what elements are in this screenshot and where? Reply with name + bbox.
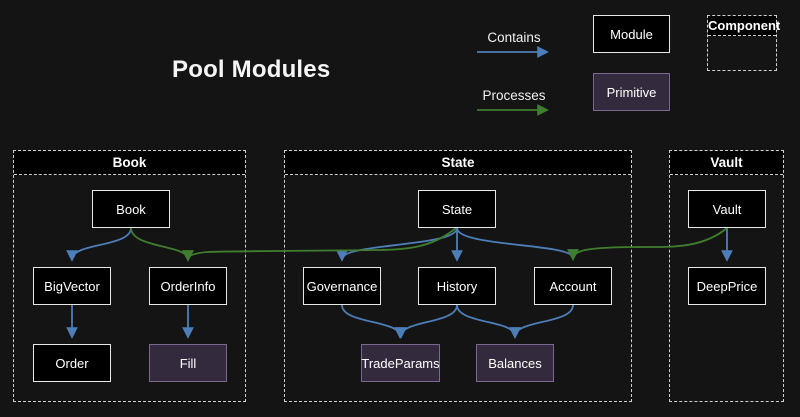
legend-primitive-sample: Primitive [593, 73, 670, 111]
node-state: State [418, 190, 496, 228]
container-book: Book [13, 150, 246, 402]
diagram-title: Pool Modules [172, 56, 331, 83]
node-vault: Vault [688, 190, 766, 228]
container-vault: Vault [669, 150, 784, 402]
node-order: Order [33, 344, 111, 382]
container-book-title: Book [14, 151, 245, 175]
node-bigvector: BigVector [33, 267, 111, 305]
node-fill: Fill [149, 344, 227, 382]
legend-processes-label: Processes [482, 88, 546, 103]
node-tradeparams: TradeParams [361, 344, 440, 382]
node-orderinfo: OrderInfo [149, 267, 227, 305]
legend-component-label: Component [708, 16, 780, 36]
node-governance: Governance [303, 267, 381, 305]
node-account: Account [534, 267, 612, 305]
node-history: History [418, 267, 496, 305]
node-deepprice: DeepPrice [688, 267, 766, 305]
container-vault-title: Vault [670, 151, 783, 175]
node-book: Book [92, 190, 170, 228]
container-state: State [284, 150, 632, 402]
node-balances: Balances [476, 344, 554, 382]
legend-contains-label: Contains [487, 30, 541, 45]
container-state-title: State [285, 151, 631, 175]
legend-module-sample: Module [593, 15, 670, 53]
legend-component-sample: Component [707, 15, 780, 71]
